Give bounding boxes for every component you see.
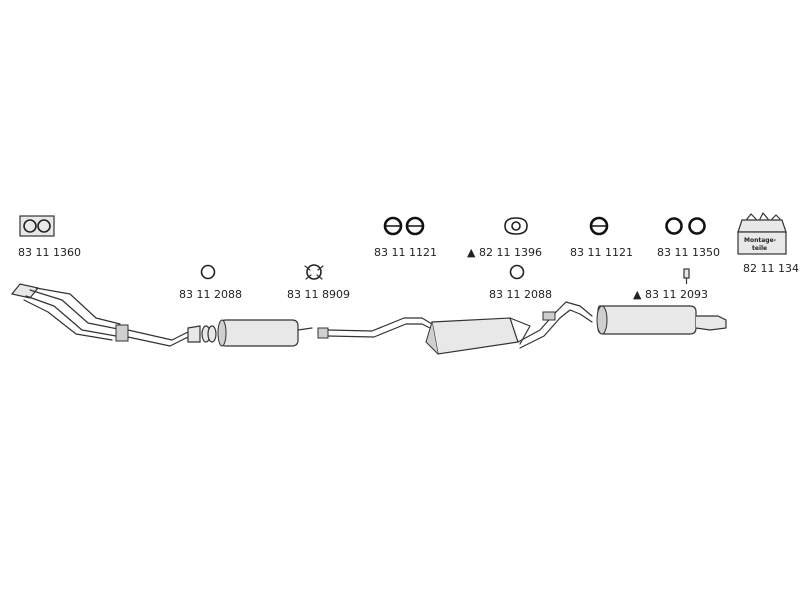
svg-text:teile: teile [752,245,767,252]
svg-text:Montage-: Montage- [744,237,777,244]
part-code-clamp: 83 11 8909 [287,288,350,301]
front-pipe-assembly[interactable] [10,283,201,347]
part-code-flange-gasket: ▲ 82 11 1396 [467,246,542,259]
seal-pair-icon[interactable] [383,216,425,236]
part-code-seal: 83 11 1121 [570,246,633,259]
part-code-ring-pair: 83 11 1350 [657,246,720,259]
mount-kit-box-icon[interactable]: Montage- teile [737,212,787,255]
clamp-icon[interactable] [304,264,324,280]
part-code-seal-pair: 83 11 1121 [374,246,437,259]
flange-joint-icon [201,325,217,343]
gasket-icon[interactable] [19,215,55,237]
part-code-hanger: ▲ 83 11 2093 [633,288,708,301]
hanger-icon[interactable] [683,268,690,284]
rear-silencer[interactable] [596,305,727,335]
part-code-gasket: 83 11 1360 [18,246,81,259]
middle-pipe[interactable] [317,317,433,339]
flange-gasket-icon[interactable] [504,217,528,235]
part-code-mount-kit: 82 11 1343 [743,262,800,275]
ring-icon[interactable] [509,264,525,280]
ring-icon[interactable] [200,264,216,280]
seal-icon[interactable] [589,216,609,236]
part-code-ring: 83 11 2088 [179,288,242,301]
ring-pair-icon[interactable] [665,217,706,235]
center-silencer[interactable] [425,301,593,355]
front-silencer[interactable] [217,319,313,347]
part-code-ring: 83 11 2088 [489,288,552,301]
